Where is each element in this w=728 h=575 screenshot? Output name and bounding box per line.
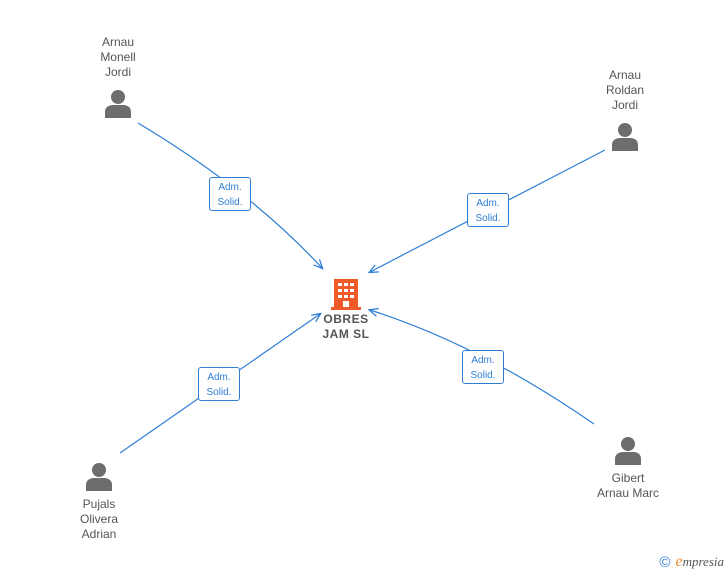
relation-badge-arnau-roldan-jordi[interactable]: Adm. Solid. — [467, 193, 509, 227]
company-node[interactable]: OBRES JAM SL — [296, 276, 396, 342]
empresia-logo: empresia — [675, 553, 724, 570]
building-icon — [331, 279, 361, 310]
person-icon — [105, 90, 131, 118]
relation-label-line: Solid. — [470, 370, 496, 381]
person-icon — [86, 463, 112, 491]
person-node-arnau-monell-jordi[interactable]: Arnau Monell Jordi — [58, 35, 178, 119]
relation-label-line: Solid. — [217, 197, 243, 208]
person-name-line: Olivera — [79, 512, 118, 526]
person-name-line: Roldan — [605, 83, 645, 97]
person-icon — [612, 123, 638, 151]
relation-badge-pujals-olivera-adrian[interactable]: Adm. Solid. — [198, 367, 240, 401]
relation-badge-gibert-arnau-marc[interactable]: Adm. Solid. — [462, 350, 504, 384]
company-name-line: JAM SL — [322, 327, 370, 341]
copyright-icon: © — [659, 553, 671, 571]
person-name-line: Adrian — [81, 527, 117, 541]
person-name-line: Pujals — [82, 497, 116, 511]
person-name-line: Jordi — [104, 65, 131, 79]
person-icon — [615, 437, 641, 465]
footer-brand: © empresia — [659, 553, 724, 571]
person-name-line: Arnau — [101, 35, 135, 49]
relation-label-line: Solid. — [475, 213, 501, 224]
person-node-arnau-roldan-jordi[interactable]: Arnau Roldan Jordi — [565, 68, 685, 152]
person-node-gibert-arnau-marc[interactable]: Gibert Arnau Marc — [568, 436, 688, 501]
company-name-line: OBRES — [323, 312, 369, 326]
person-node-pujals-olivera-adrian[interactable]: Pujals Olivera Adrian — [39, 462, 159, 542]
person-name-line: Arnau Marc — [596, 486, 660, 500]
relation-label-line: Adm. — [207, 372, 231, 383]
person-name-line: Gibert — [611, 471, 645, 485]
relation-label-line: Solid. — [206, 387, 232, 398]
person-name-line: Arnau — [608, 68, 642, 82]
relation-badge-arnau-monell-jordi[interactable]: Adm. Solid. — [209, 177, 251, 211]
relation-label-line: Adm. — [218, 182, 242, 193]
relation-label-line: Adm. — [471, 355, 495, 366]
relation-label-line: Adm. — [476, 198, 500, 209]
person-name-line: Jordi — [611, 98, 638, 112]
person-name-line: Monell — [100, 50, 136, 64]
